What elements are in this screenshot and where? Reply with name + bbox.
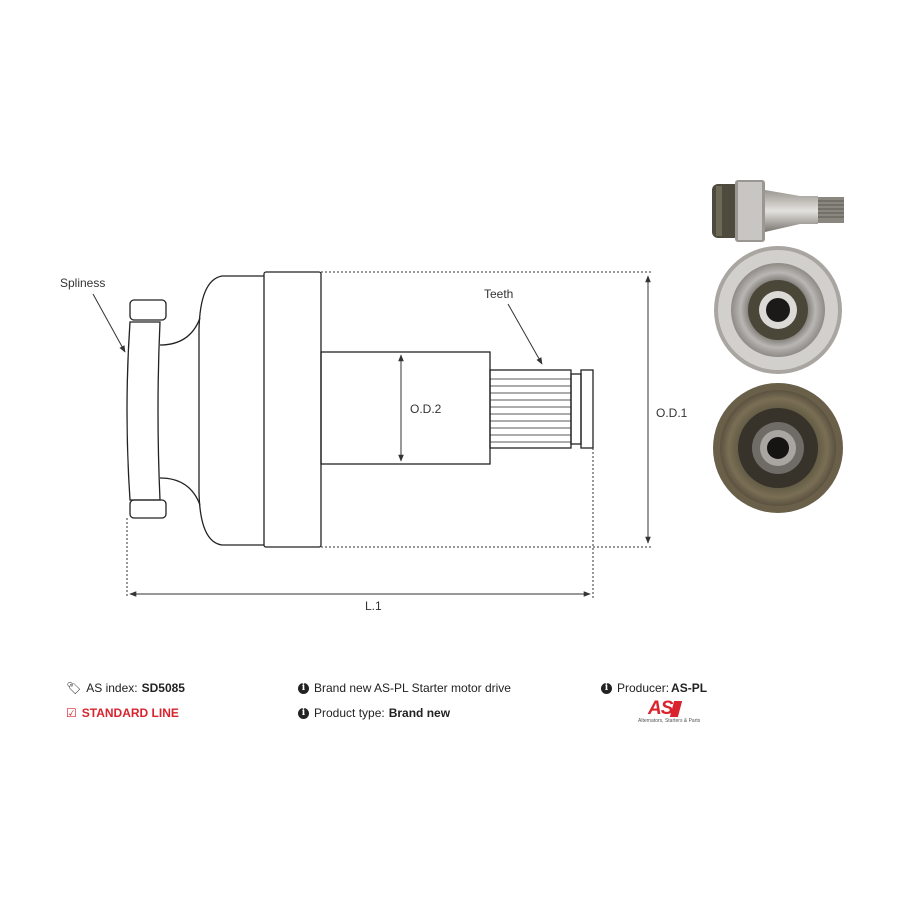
drive-shaft	[320, 351, 491, 465]
info-icon: i	[298, 682, 309, 694]
spliness-label: Spliness	[60, 276, 105, 290]
spliness-leader	[92, 293, 126, 353]
product-photo-front	[714, 246, 842, 374]
as-index-row: 🏷︎ AS index: SD5085	[66, 681, 185, 695]
od2-label: O.D.2	[410, 402, 442, 416]
pinion-gear	[489, 369, 572, 449]
tag-icon: 🏷︎	[66, 681, 82, 695]
collar-top-lip	[129, 299, 167, 321]
description-row: i Brand new AS-PL Starter motor drive	[298, 681, 511, 695]
drive-outline	[126, 271, 594, 548]
as-index-label: AS index:	[86, 681, 138, 695]
extension-lines	[126, 271, 652, 598]
info-icon: i	[298, 707, 309, 719]
collar-bottom-lip	[129, 499, 167, 519]
teeth-label: Teeth	[484, 287, 513, 301]
standard-line-label: STANDARD LINE	[81, 706, 179, 720]
checkbox-icon: ☑	[66, 706, 77, 720]
as-index-value: SD5085	[141, 681, 185, 695]
collar-neck	[159, 317, 201, 506]
od1-label: O.D.1	[656, 406, 688, 420]
product-type-value: Brand new	[388, 706, 451, 720]
logo-mark: AS	[648, 698, 673, 719]
product-photo-side	[712, 180, 844, 242]
clutch-housing	[198, 275, 264, 546]
teeth-leader	[507, 303, 543, 365]
l1-label: L.1	[365, 599, 382, 613]
producer-label: Producer:	[617, 681, 670, 695]
producer-row: i Producer: AS-PL	[601, 681, 707, 695]
logo-tagline: Alternators, Starters & Parts	[638, 718, 701, 724]
pinion-teeth	[490, 378, 571, 443]
collar-disc	[126, 321, 161, 501]
as-pl-logo: AS Alternators, Starters & Parts	[636, 698, 706, 728]
info-icon: i	[601, 682, 612, 694]
producer-value: AS-PL	[671, 681, 708, 695]
pinion-tip	[570, 373, 582, 445]
description-text: Brand new AS-PL Starter motor drive	[314, 681, 511, 695]
product-type-label: Product type:	[314, 706, 385, 720]
standard-line-row: ☑ STANDARD LINE	[66, 706, 179, 720]
product-type-row: i Product type: Brand new	[298, 706, 450, 720]
product-photo-back	[713, 383, 843, 513]
pinion-end	[580, 369, 594, 449]
housing-ring	[263, 271, 322, 548]
